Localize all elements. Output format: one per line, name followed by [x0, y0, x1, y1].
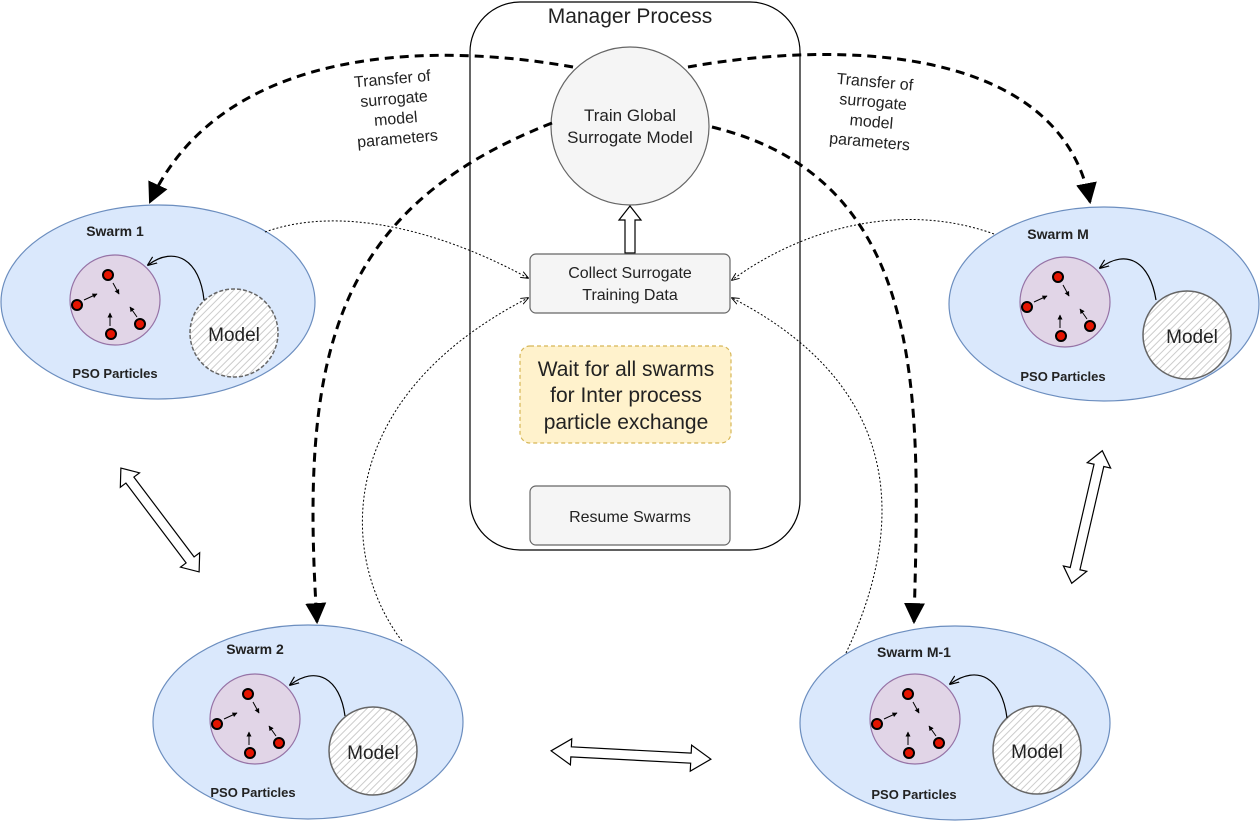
resume-swarms-node: Resume Swarms — [529, 485, 731, 546]
swarm-1-model-feedback-arrow — [148, 255, 205, 301]
swarm-2-model-feedback-arrow — [290, 675, 346, 717]
swarm-m-1-title: Swarm M-1 — [877, 644, 951, 660]
train-node-line-1: Train Global — [584, 106, 676, 125]
swarm-m-1-model-label: Model — [1011, 742, 1063, 763]
resume-node-label: Resume Swarms — [569, 509, 691, 526]
wait-for-swarms-node: Wait for all swarms for Inter process pa… — [519, 345, 732, 444]
swarm-2-title: Swarm 2 — [226, 641, 284, 657]
transfer-arrow-to-swarm-2 — [305, 121, 553, 625]
swarm-2-particles — [211, 688, 285, 759]
swarm-2-model-label: Model — [347, 743, 399, 764]
transfer-label-left: Transfer of surrogate model parameters — [353, 68, 439, 152]
transfer-label-right-line-1: Transfer of — [836, 71, 915, 95]
collect-node-line-1: Collect Surrogate — [568, 265, 692, 282]
transfer-label-right-line-3: model — [849, 112, 894, 133]
transfer-label-left-line-2: surrogate — [360, 88, 429, 111]
transfer-label-left-line-1: Transfer of — [353, 68, 432, 92]
swarm-m-particles-label: PSO Particles — [1020, 369, 1105, 384]
transfer-label-left-line-4: parameters — [357, 127, 439, 151]
exchange-arrow-swarm-2-swarm-m-1 — [550, 737, 712, 773]
data-collection-arrows — [264, 218, 995, 654]
collect-training-data-node: Collect Surrogate Training Data — [529, 253, 731, 314]
data-arrow-from-swarm-1 — [264, 220, 528, 278]
swarm-m-model-feedback-arrow — [1100, 258, 1157, 301]
collect-to-train-arrow — [617, 205, 643, 254]
transfer-arrows — [148, 53, 1097, 625]
swarm-2: Swarm 2 PSO Particles Model — [152, 624, 464, 820]
swarm-m-1-particle-zone — [869, 673, 961, 765]
swarm-1: Swarm 1 PSO Particles Model — [0, 204, 316, 400]
swarm-m-1-model-feedback-arrow — [950, 674, 1008, 719]
train-global-surrogate-node: Train Global Surrogate Model — [550, 46, 710, 206]
swarm-m-1: Swarm M-1 PSO Particles Model — [799, 625, 1111, 821]
swarm-m-model — [1142, 290, 1232, 380]
data-arrow-from-swarm-m — [732, 218, 995, 280]
swarm-1-particles-label: PSO Particles — [72, 366, 157, 381]
train-node-line-2: Surrogate Model — [567, 128, 693, 147]
swarm-m-1-particles — [871, 688, 945, 759]
wait-node-line-2: for Inter process — [550, 384, 702, 407]
data-arrow-from-swarm-m-1 — [732, 298, 883, 654]
transfer-label-right-line-4: parameters — [829, 130, 911, 154]
transfer-label-left-line-3: model — [373, 109, 418, 130]
swarm-2-particles-label: PSO Particles — [210, 785, 295, 800]
exchange-arrow-swarm-m-1-swarm-m — [1062, 449, 1112, 585]
transfer-arrow-to-swarm-m — [687, 53, 1097, 205]
swarm-1-model — [189, 288, 279, 378]
swarm-1-title: Swarm 1 — [86, 223, 144, 239]
transfer-arrow-to-swarm-1 — [148, 53, 574, 204]
wait-node-line-3: particle exchange — [544, 411, 709, 434]
wait-node-line-1: Wait for all swarms — [538, 358, 715, 381]
transfer-label-right-line-2: surrogate — [839, 91, 908, 114]
swarm-1-model-label: Model — [208, 325, 260, 346]
collect-node-line-2: Training Data — [582, 287, 678, 304]
data-arrow-from-swarm-2 — [361, 298, 528, 642]
swarm-m: Swarm M PSO Particles Model — [948, 206, 1260, 402]
swarm-m-1-particles-label: PSO Particles — [871, 787, 956, 802]
transfer-arrow-to-swarm-m-1 — [711, 125, 926, 625]
swarm-m-title: Swarm M — [1027, 226, 1088, 242]
exchange-arrow-swarm-1-swarm-2 — [119, 467, 201, 573]
manager-process-title: Manager Process — [548, 5, 713, 28]
swarm-2-model — [328, 706, 418, 796]
swarm-m-1-model — [992, 705, 1082, 795]
swarm-m-particles — [1021, 271, 1096, 342]
swarm-1-particles — [71, 269, 146, 340]
swarm-m-model-label: Model — [1166, 327, 1218, 348]
transfer-label-right: Transfer of surrogate model parameters — [829, 71, 915, 155]
